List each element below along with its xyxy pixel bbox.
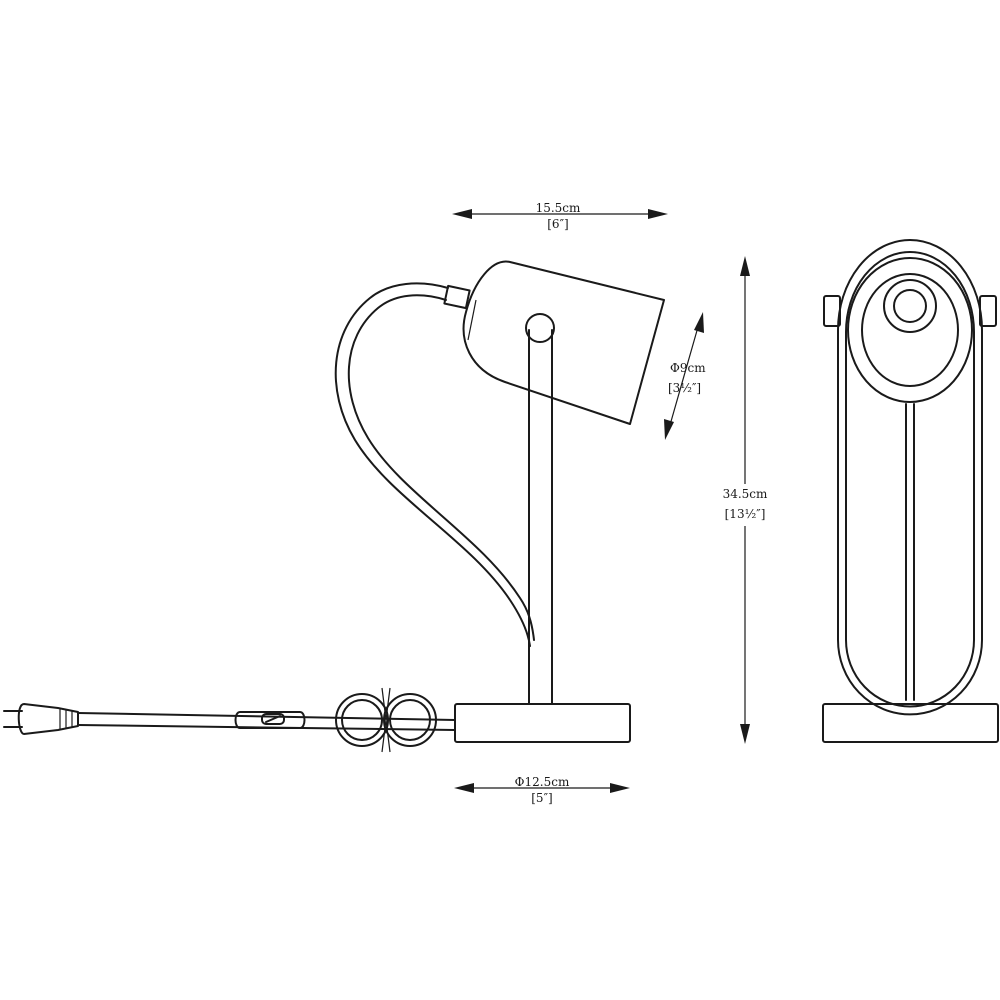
lamp-cord-grip xyxy=(443,284,471,310)
shade-diameter-imperial: [3½″] xyxy=(668,381,701,395)
dimension-base-diameter: Φ12.5cm [5″] xyxy=(454,775,630,805)
lamp-pivot-right xyxy=(979,295,997,327)
power-plug xyxy=(3,703,79,735)
lamp-front-view xyxy=(822,239,999,743)
lamp-bulb-socket-outer xyxy=(883,279,937,333)
dimension-head-width: 15.5cm [6″] xyxy=(452,201,668,231)
lamp-shade-seam xyxy=(467,299,477,341)
shade-diameter-metric: Φ9cm xyxy=(670,361,706,375)
lamp-base-side xyxy=(454,703,631,743)
head-width-imperial: [6″] xyxy=(547,217,568,231)
lamp-bulb-socket-inner xyxy=(893,289,927,323)
inline-switch xyxy=(234,711,306,729)
height-imperial: [13½″] xyxy=(725,507,766,521)
lamp-pivot-left xyxy=(823,295,841,327)
lamp-shade-front-inner xyxy=(861,273,959,387)
dimension-height: 34.5cm [13½″] xyxy=(718,256,774,744)
lamp-side-view xyxy=(3,260,665,753)
base-diameter-metric: Φ12.5cm xyxy=(515,775,570,789)
lamp-pivot-knob xyxy=(525,313,555,343)
lamp-cord-upper-outer xyxy=(334,282,531,647)
dimension-shade-diameter: Φ9cm [3½″] xyxy=(664,312,706,440)
lamp-shade-front-outer xyxy=(847,257,973,403)
lamp-base-front xyxy=(822,703,999,743)
power-cord-top xyxy=(77,712,456,721)
lamp-frame-inner xyxy=(845,251,975,708)
head-width-metric: 15.5cm xyxy=(536,201,581,215)
base-diameter-imperial: [5″] xyxy=(531,791,552,805)
lamp-frame-outer xyxy=(837,239,983,716)
height-metric: 34.5cm xyxy=(723,487,768,501)
coiled-cord xyxy=(335,687,437,753)
lamp-cord-upper-inner xyxy=(347,294,535,641)
lamp-shade-side xyxy=(462,260,665,425)
